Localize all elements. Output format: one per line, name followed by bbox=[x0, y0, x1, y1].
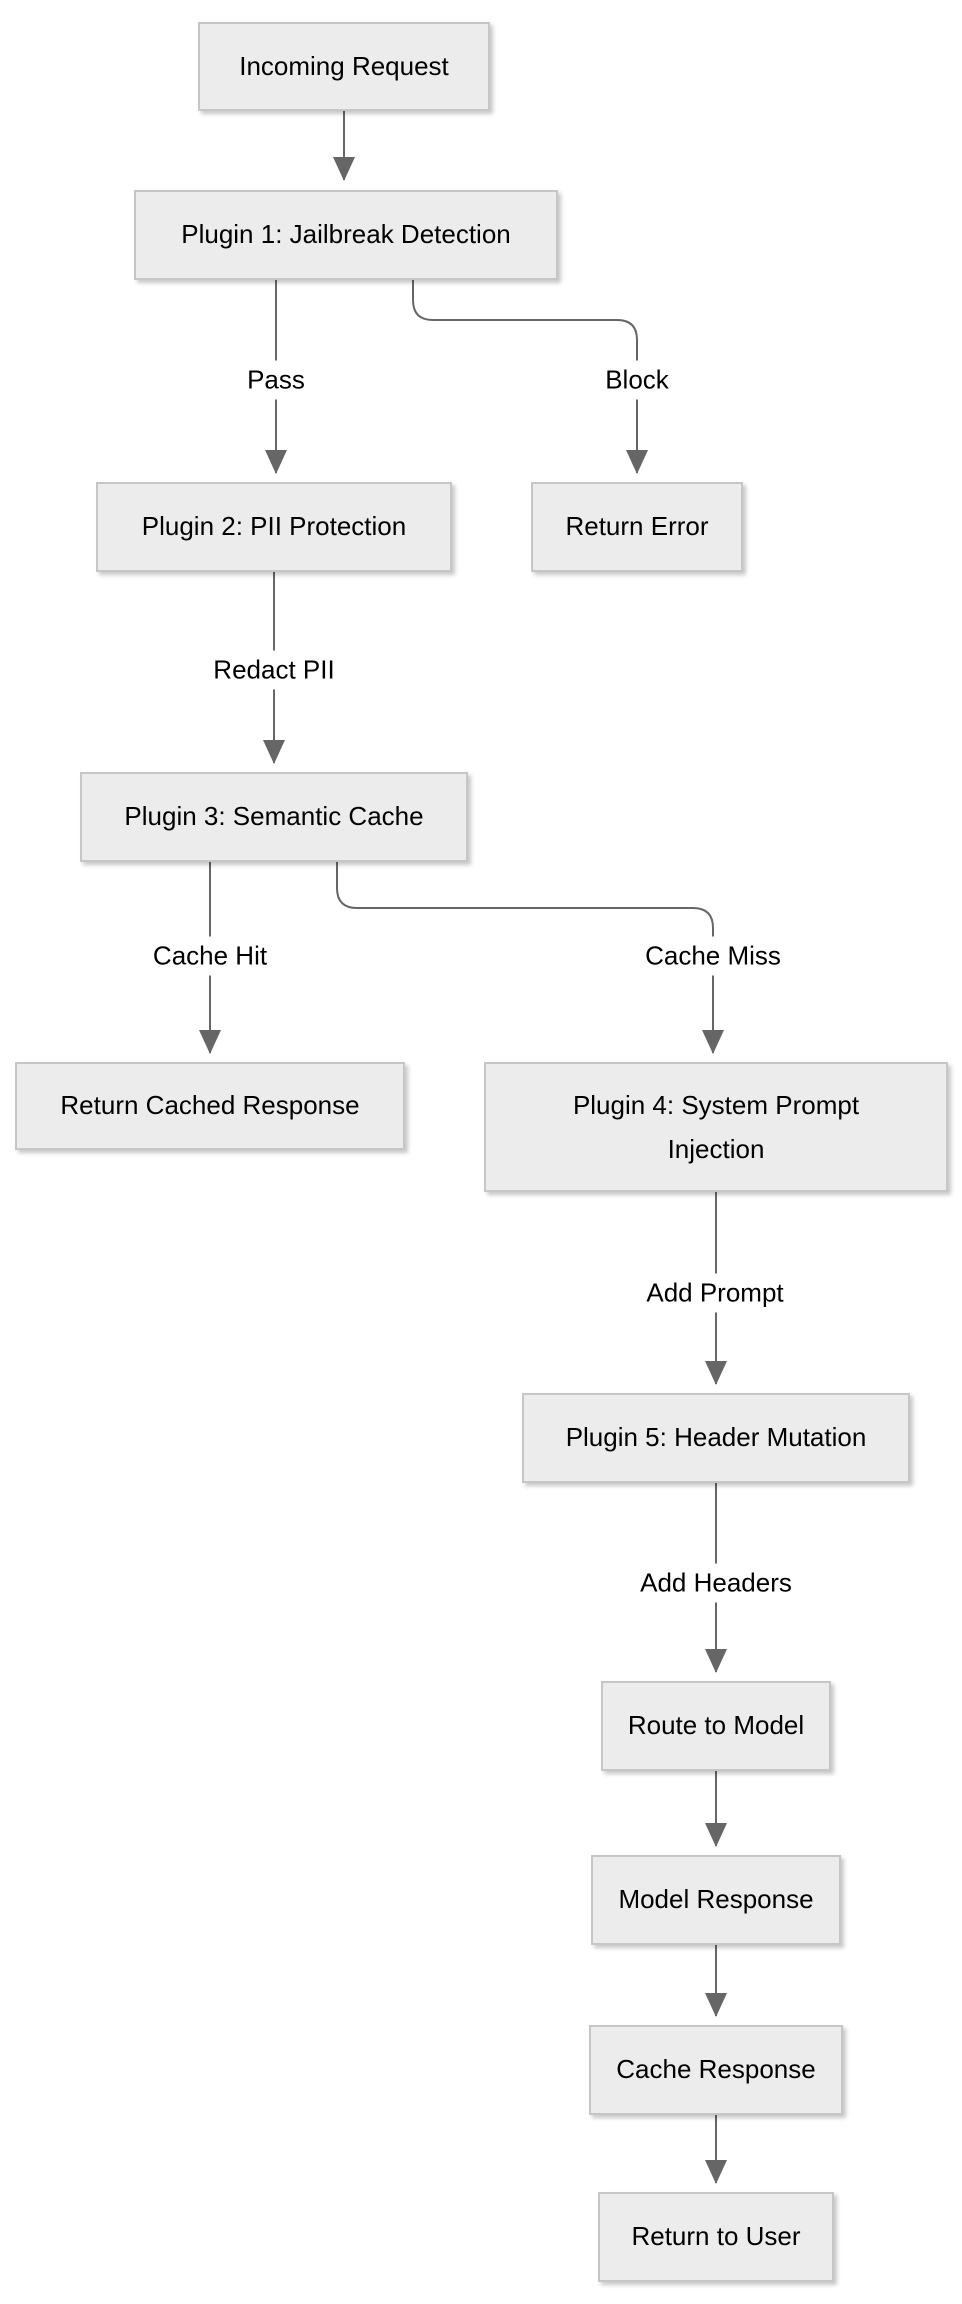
edge-label-cache-hit: Cache Hit bbox=[142, 936, 278, 976]
node-plugin2-pii-protection: Plugin 2: PII Protection bbox=[96, 482, 452, 572]
node-label: Cache Response bbox=[616, 2054, 816, 2085]
edge-label-cache-miss: Cache Miss bbox=[635, 936, 791, 976]
node-label: Plugin 5: Header Mutation bbox=[565, 1422, 867, 1453]
edge-label-add-prompt: Add Prompt bbox=[636, 1273, 794, 1313]
node-return-cached-response: Return Cached Response bbox=[15, 1062, 405, 1150]
node-label: Plugin 1: Jailbreak Detection bbox=[181, 219, 511, 250]
node-cache-response: Cache Response bbox=[589, 2025, 843, 2115]
node-label-line-1: Plugin 4: System Prompt bbox=[572, 1089, 860, 1120]
node-label: Incoming Request bbox=[239, 50, 449, 81]
node-label: Return to User bbox=[631, 2221, 801, 2252]
node-return-to-user: Return to User bbox=[598, 2192, 834, 2282]
node-plugin4-system-prompt-injection: Plugin 4: System Prompt Injection bbox=[484, 1062, 948, 1192]
edge-label-redact-pii: Redact PII bbox=[203, 650, 345, 690]
node-label: Model Response bbox=[618, 1884, 814, 1915]
node-return-error: Return Error bbox=[531, 482, 743, 572]
node-route-to-model: Route to Model bbox=[601, 1681, 831, 1771]
edge-label-block: Block bbox=[595, 360, 679, 400]
node-label: Route to Model bbox=[627, 1710, 805, 1741]
node-model-response: Model Response bbox=[591, 1855, 841, 1945]
node-label: Return Error bbox=[565, 511, 709, 542]
node-label: Plugin 2: PII Protection bbox=[141, 511, 407, 542]
edge-label-add-headers: Add Headers bbox=[630, 1563, 802, 1603]
node-plugin5-header-mutation: Plugin 5: Header Mutation bbox=[522, 1393, 910, 1483]
node-plugin1-jailbreak-detection: Plugin 1: Jailbreak Detection bbox=[134, 190, 558, 280]
node-label-line-2: Injection bbox=[667, 1134, 765, 1164]
node-incoming-request: Incoming Request bbox=[198, 22, 490, 111]
edge-label-pass: Pass bbox=[237, 360, 315, 400]
node-label: Plugin 3: Semantic Cache bbox=[124, 801, 424, 832]
node-plugin3-semantic-cache: Plugin 3: Semantic Cache bbox=[80, 772, 468, 862]
node-label: Return Cached Response bbox=[60, 1090, 360, 1121]
